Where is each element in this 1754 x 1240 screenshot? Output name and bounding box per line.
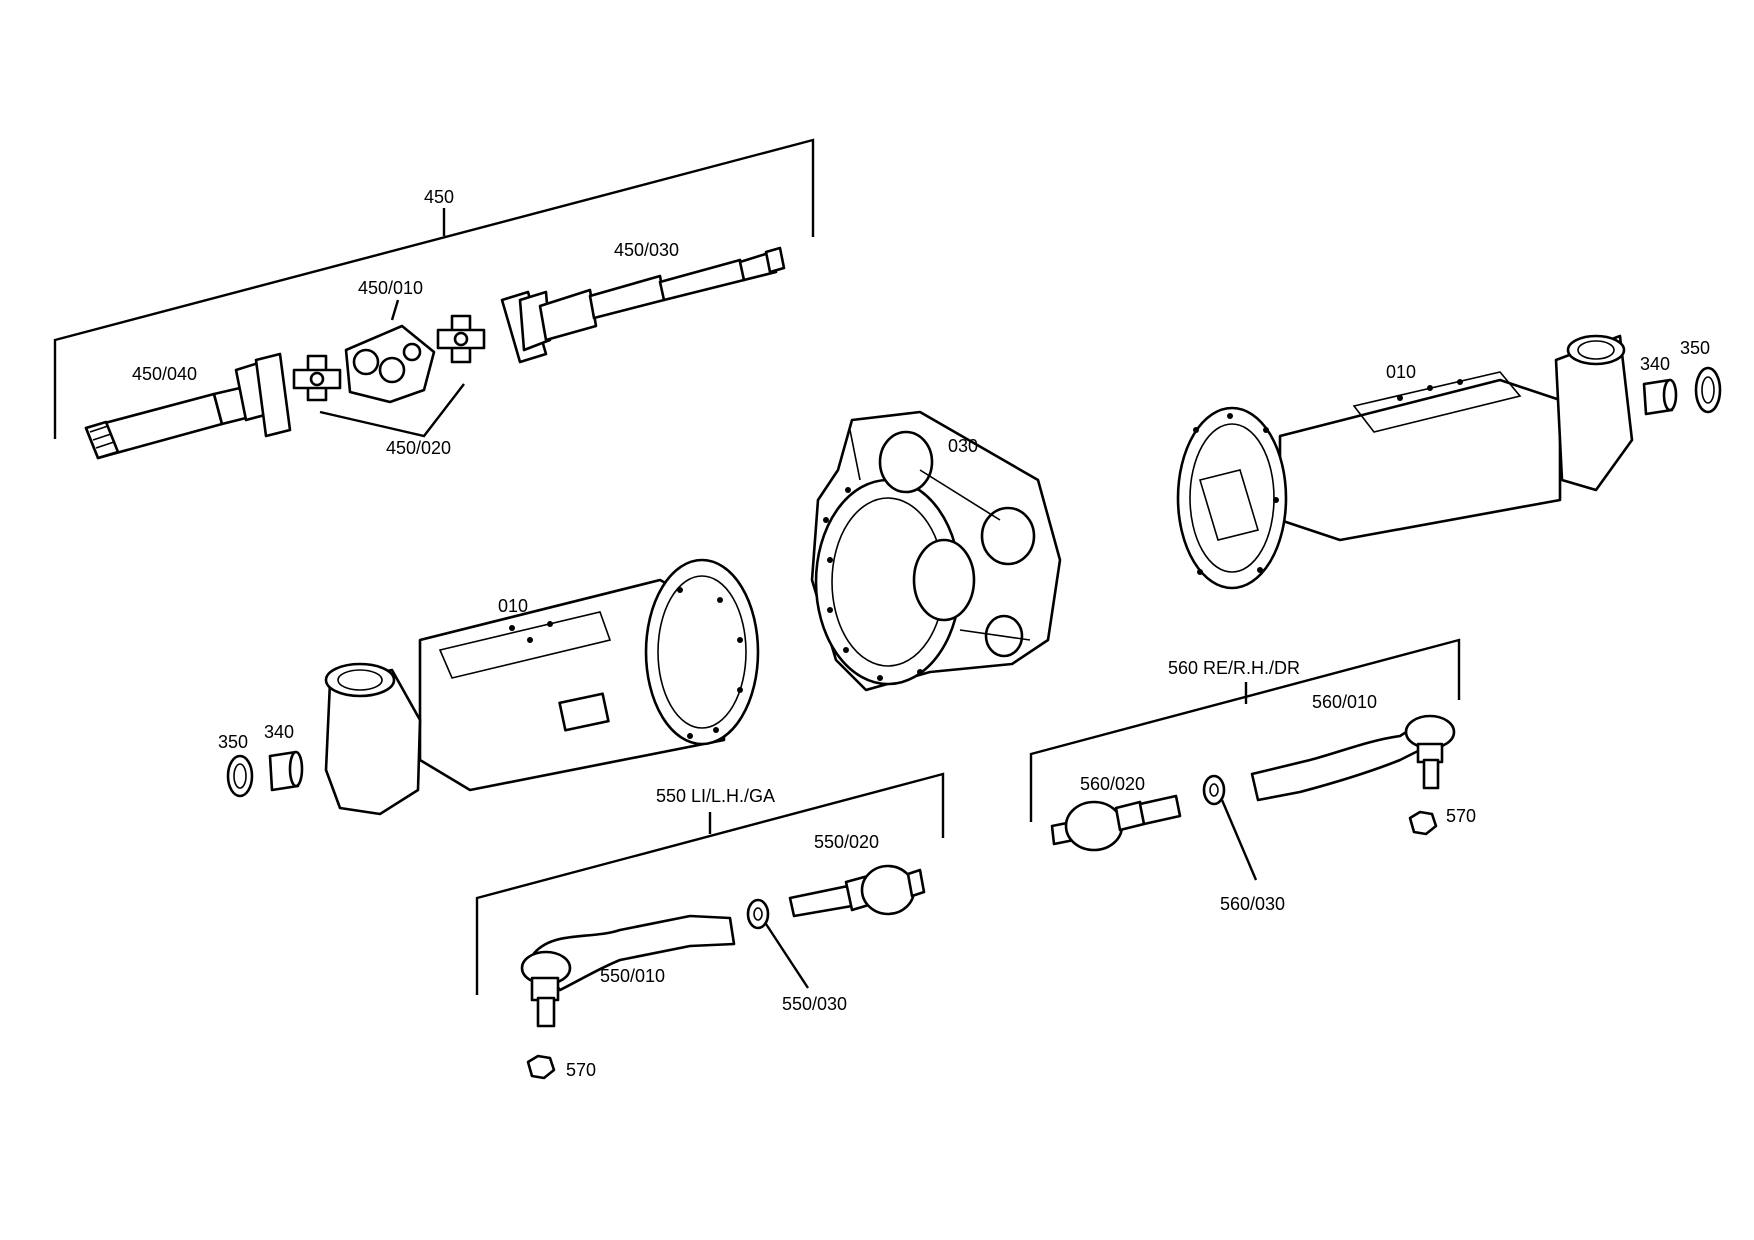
callout-labels: 450 450/030 450/010 450/040 450/020 030 … [132,187,1710,1080]
label-560-010: 560/010 [1312,692,1377,712]
label-450-040: 450/040 [132,364,197,384]
label-570-left: 570 [566,1060,596,1080]
part-550-030-nut [746,898,770,930]
label-560-020: 560/020 [1080,774,1145,794]
part-340-left-bushing [268,750,304,792]
label-560-030: 560/030 [1220,894,1285,914]
label-550: 550 LI/L.H./GA [656,786,775,806]
part-570-right-nut [1408,810,1438,836]
bracket-450 [53,138,815,439]
part-450-020-spider-left [292,354,342,402]
label-350-left: 350 [218,732,248,752]
label-010-right: 010 [1386,362,1416,382]
label-450-010: 450/010 [358,278,423,298]
label-550-020: 550/020 [814,832,879,852]
label-450: 450 [424,187,454,207]
part-350-left-seal [226,754,254,798]
part-010-left-axle-housing [324,558,760,816]
label-030: 030 [948,436,978,456]
bracket-550 [475,772,945,995]
label-340-right: 340 [1640,354,1670,374]
group-550-left-tie-rod [475,772,945,1080]
part-570-left-nut [526,1054,556,1080]
part-450-040-stub-shaft [84,352,292,460]
label-550-010: 550/010 [600,966,665,986]
label-450-030: 450/030 [614,240,679,260]
part-560-030-nut [1202,774,1226,806]
part-010-right-axle-housing [1176,334,1634,590]
part-450-030-long-shaft [500,246,786,364]
group-450-drive-shaft [53,138,815,460]
group-560-right-tie-rod [1029,638,1461,881]
leader-550-030 [764,923,810,989]
part-450-020-spider-right [436,314,486,364]
leader-450-010 [390,299,400,321]
part-560-010-tie-rod-end [1250,714,1456,802]
label-560: 560 RE/R.H./DR [1168,658,1300,678]
label-010-left: 010 [498,596,528,616]
part-550-020-inner-tie-rod [788,864,926,918]
part-550-010-tie-rod-end [520,914,736,1028]
label-550-030: 550/030 [782,994,847,1014]
label-570-right: 570 [1446,806,1476,826]
part-350-right-seal [1694,366,1722,414]
part-030-center-housing [810,410,1062,692]
label-340-left: 340 [264,722,294,742]
part-560-020-inner-tie-rod [1050,794,1182,852]
part-450-010-double-yoke [344,299,436,404]
label-350-right: 350 [1680,338,1710,358]
leader-450-020 [319,383,465,438]
part-340-right-bushing [1642,378,1678,416]
label-450-020: 450/020 [386,438,451,458]
leader-560-030 [1220,799,1258,881]
